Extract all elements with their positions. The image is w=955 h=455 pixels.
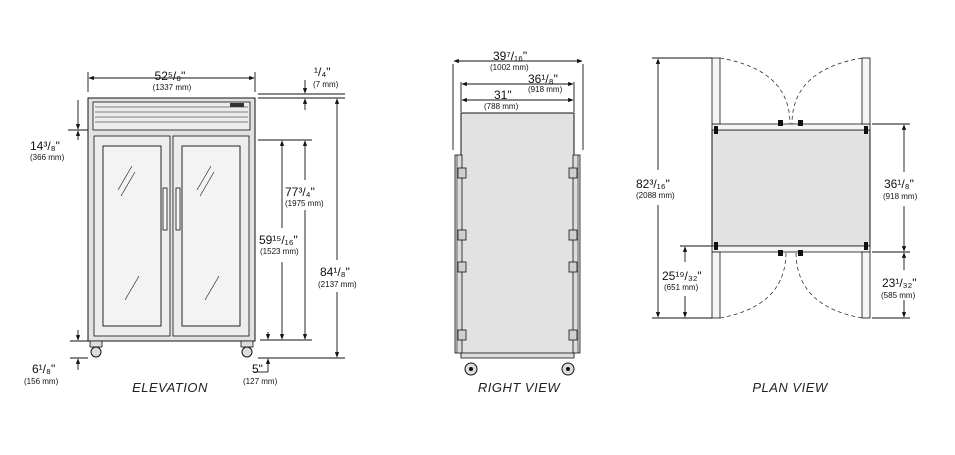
right-overall-label: 39⁷/₁₆" [493, 49, 527, 63]
left-door-handle[interactable] [162, 187, 168, 231]
logo-plate [230, 103, 244, 107]
plan-swing-mm: (2088 mm) [636, 191, 675, 200]
elev-width-mm: (1337 mm) [153, 83, 192, 92]
hinge-top [457, 167, 467, 179]
right-view: 39⁷/₁₆" (1002 mm) 36¹/₈" (918 mm) 31" (7… [452, 49, 584, 395]
right-overall-mm: (1002 mm) [490, 63, 529, 72]
plan-cabinet [711, 129, 871, 247]
right-view-label: RIGHT VIEW [478, 380, 562, 395]
left-door-glass [102, 145, 162, 327]
right-door-handle[interactable] [175, 187, 181, 231]
elevation-view: 52⁵/₈" (1337 mm) ¹/₄" (7 mm) 14³/₈" (366… [24, 65, 357, 395]
plan-left-clear-mm: (651 mm) [664, 283, 699, 292]
elev-glass-h-mm: (1523 mm) [260, 247, 299, 256]
plan-left-door-bottom [711, 251, 721, 319]
plan-view: 82³/₁₆" (2088 mm) 25¹⁹/₃₂" (651 mm) 36¹/… [636, 57, 918, 395]
right-door-glass [181, 145, 241, 327]
elev-floor-mm: (127 mm) [243, 377, 278, 386]
elev-top-mm: (7 mm) [313, 80, 339, 89]
plan-view-label: PLAN VIEW [752, 380, 829, 395]
elev-width-label: 52⁵/₈" [155, 69, 186, 83]
plan-right-door-bottom [861, 251, 871, 319]
elev-leg-label: 6¹/₈" [32, 362, 55, 376]
right-caster [241, 346, 253, 358]
right-inner-mm: (788 mm) [484, 102, 519, 111]
left-caster [90, 346, 102, 358]
elev-header-mm: (366 mm) [30, 153, 65, 162]
elev-top-label: ¹/₄" [314, 65, 331, 79]
right-inner-label: 31" [494, 88, 512, 102]
plan-swing-label: 82³/₁₆" [636, 177, 670, 191]
elevation-view-label: ELEVATION [132, 380, 208, 395]
side-body [460, 112, 575, 357]
elev-total-h-label: 84¹/₈" [320, 265, 350, 279]
plan-left-door-top [711, 57, 721, 125]
elev-leg-mm: (156 mm) [24, 377, 59, 386]
plan-depth-label: 36¹/₈" [884, 177, 914, 191]
right-body-mm: (918 mm) [528, 85, 563, 94]
plan-depth-mm: (918 mm) [883, 192, 918, 201]
elev-door-h-mm: (1975 mm) [285, 199, 324, 208]
plan-right-clear-label: 23¹/₃₂" [882, 276, 916, 290]
plan-right-clear-mm: (585 mm) [881, 291, 916, 300]
elev-glass-h-label: 59¹⁵/₁₆" [259, 233, 298, 247]
elev-door-h-label: 77³/₄" [285, 185, 315, 199]
elev-total-h-mm: (2137 mm) [318, 280, 357, 289]
elev-floor-label: 5" [252, 362, 263, 376]
plan-left-clear-label: 25¹⁹/₃₂" [662, 269, 702, 283]
plan-right-door-top [861, 57, 871, 125]
right-body-label: 36¹/₈" [528, 72, 558, 86]
top-grille [92, 101, 251, 131]
elev-header-label: 14³/₈" [30, 139, 60, 153]
